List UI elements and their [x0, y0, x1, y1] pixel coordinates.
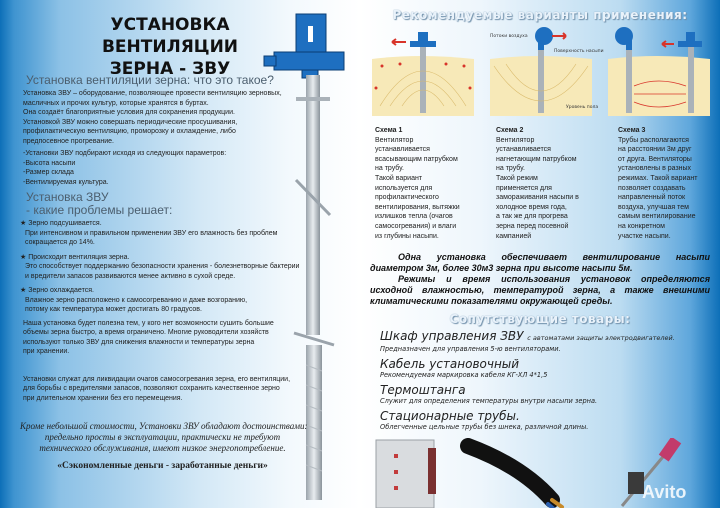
- section-problems-title: Установка ЗВУ- какие проблемы решает:: [26, 190, 173, 217]
- air-flows-label: Потоки воздуха: [490, 33, 528, 39]
- section-what-is-text: Установка ЗВУ – оборудование, позволяюще…: [23, 90, 282, 186]
- right-page: Рекомендуемые варианты применения: Поток…: [360, 0, 720, 508]
- purpose-paragraph: Установки служат для ликвидации очагов с…: [23, 375, 291, 402]
- product-item: Стационарные трубы.Облегченные цельные т…: [380, 409, 589, 431]
- star-icon: ★: [20, 220, 27, 227]
- section-what-is-title: Установка вентиляции зерна: что это тако…: [26, 73, 274, 87]
- problem-item: ★ Происходит вентиляция зерна.: [20, 253, 130, 261]
- left-content: Установка вентиляции зерна: что это тако…: [20, 73, 308, 472]
- capacity-note: Одна установка обеспечивает вентилирован…: [370, 252, 710, 273]
- slogan: «Сэкономленные деньги - заработанные ден…: [57, 461, 268, 471]
- avito-watermark: Avito: [642, 482, 687, 502]
- problem-item: ★ Зерно подсушивается.: [20, 220, 102, 227]
- scheme-diagrams: Потоки воздуха Поверхность насыпи Уровен…: [372, 27, 710, 116]
- scheme-3-diagram: [608, 27, 710, 116]
- scheme-1-diagram: [372, 32, 474, 116]
- products-list: Шкаф управления ЗВУ с автоматами защиты …: [370, 329, 710, 432]
- problems-list: ★ Зерно подсушивается. При интенсивном и…: [20, 219, 305, 315]
- fan-motor-illustration: [263, 13, 345, 79]
- applications-header: Рекомендуемые варианты применения:: [392, 8, 688, 22]
- product-images: [375, 438, 682, 508]
- control-cabinet-image: [375, 439, 436, 508]
- advantages-text: Кроме небольшой стоимости, Установки ЗВУ…: [20, 421, 308, 453]
- star-icon: ★: [20, 253, 27, 261]
- floor-label: Уровень пола: [566, 104, 598, 110]
- product-item: Шкаф управления ЗВУ с автоматами защиты …: [380, 329, 675, 353]
- modes-note: Режимы и время использования установок о…: [370, 274, 710, 306]
- cable-image: [460, 438, 564, 508]
- surface-label: Поверхность насыпи: [554, 48, 604, 54]
- problem-item: ★ Зерно охлаждается.: [20, 287, 94, 294]
- usefulness-paragraph: Наша установка будет полезна тем, у кого…: [23, 319, 274, 356]
- right-content: Одна установка обеспечивает вентилирован…: [370, 252, 710, 432]
- scheme-2-diagram: Потоки воздуха Поверхность насыпи Уровен…: [490, 27, 604, 116]
- pipe-illustrations: [293, 75, 335, 500]
- star-icon: ★: [20, 287, 27, 294]
- products-header: Сопутствующие товары:: [449, 312, 631, 326]
- thermo-probe-image: [620, 438, 682, 507]
